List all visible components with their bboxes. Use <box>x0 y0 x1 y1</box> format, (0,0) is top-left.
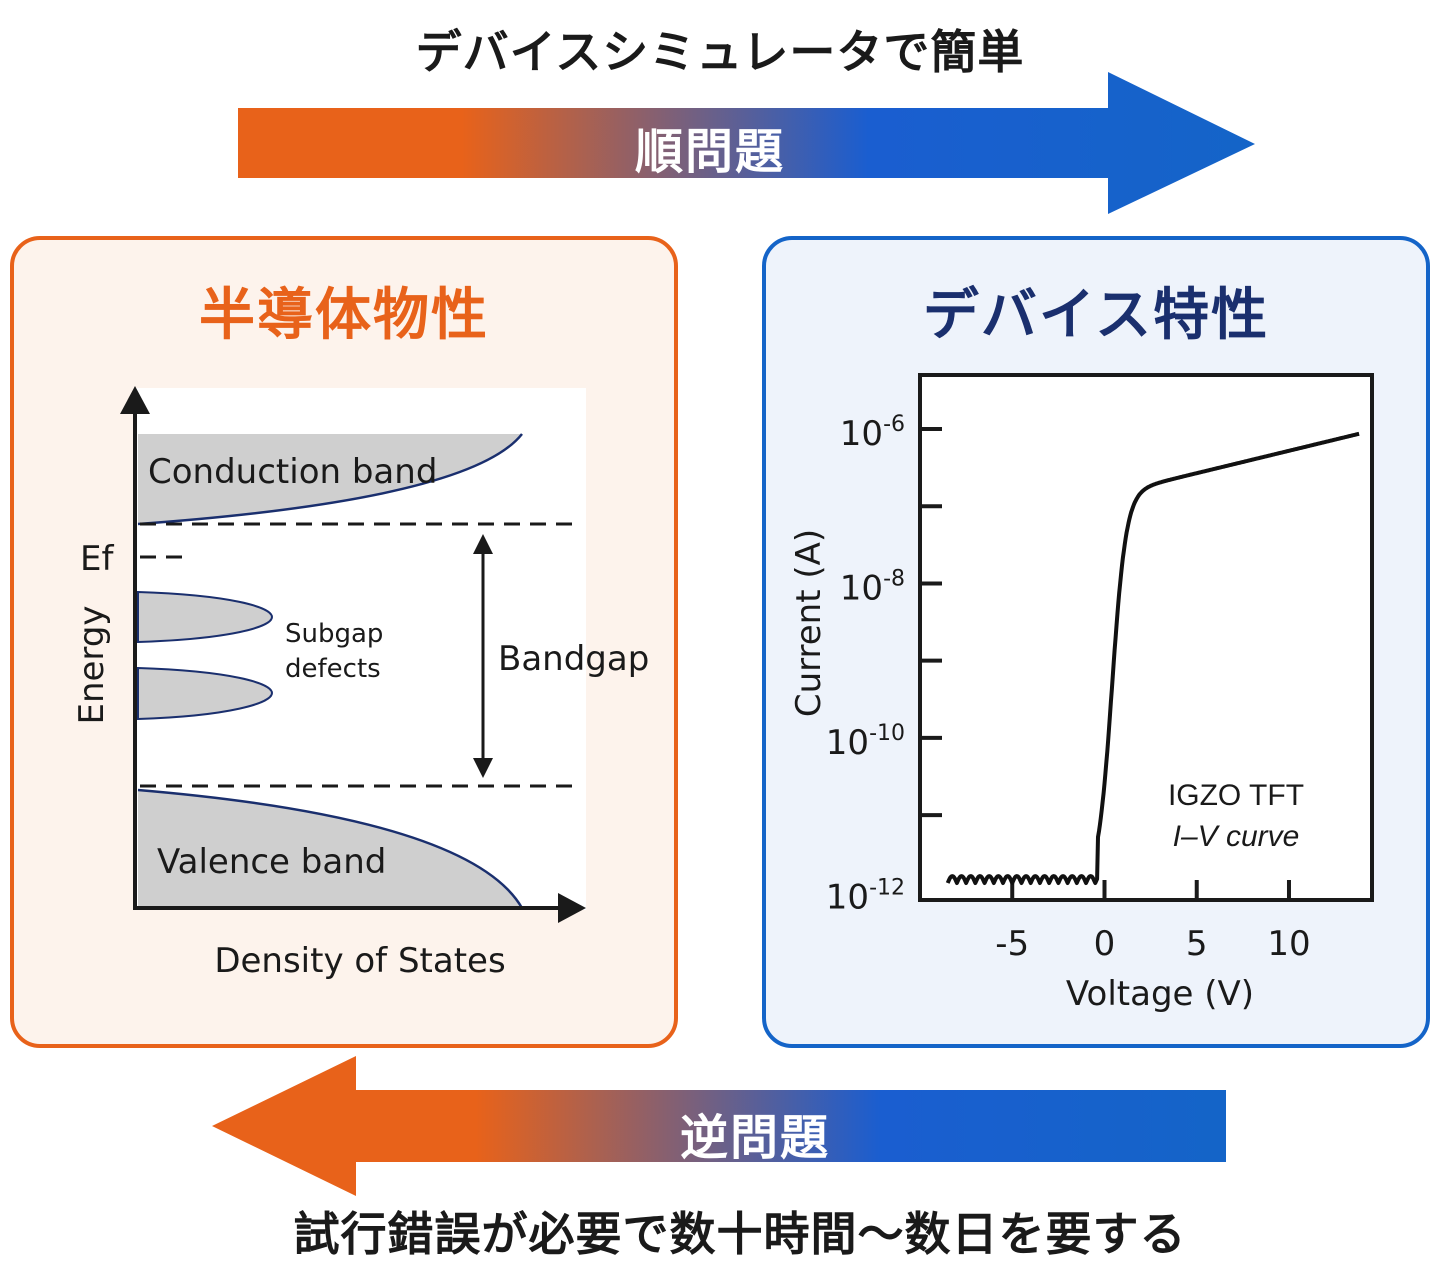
dos-axis-arrowhead <box>558 893 586 923</box>
device-panel-title: デバイス特性 <box>922 283 1270 348</box>
subgap-label-line2: defects <box>285 654 381 684</box>
iv-plot-area <box>918 373 1374 902</box>
forward-arrow <box>238 72 1255 214</box>
bottom-title: 試行錯誤が必要で数十時間〜数日を要する <box>293 1207 1187 1261</box>
subgap-label-line1: Subgap <box>285 619 383 649</box>
valence-band-shape <box>138 790 522 908</box>
x-tick-label: -5 <box>995 924 1029 964</box>
valence-band-label: Valence band <box>157 842 386 882</box>
iv-annotation-line1: IGZO TFT <box>1168 779 1304 812</box>
x-axis-label: Voltage (V) <box>1066 974 1254 1014</box>
semiconductor-panel-title: 半導体物性 <box>199 283 489 348</box>
dos-axis-label: Density of States <box>214 941 505 981</box>
inverse-arrow <box>212 1056 1226 1196</box>
bandgap-arrow-head-down <box>473 758 493 778</box>
conduction-band-label: Conduction band <box>148 452 437 492</box>
bandgap-arrow-head-up <box>473 534 493 554</box>
ef-label: Ef <box>80 539 114 579</box>
y-tick-label: 10-10 <box>826 721 905 763</box>
y-axis-label: Current (A) <box>789 529 829 717</box>
x-tick-label: 0 <box>1094 924 1116 964</box>
energy-axis-arrowhead <box>120 386 150 414</box>
y-tick-label: 10-6 <box>840 412 905 454</box>
forward-arrow-shape <box>238 72 1255 214</box>
conduction-band-shape <box>138 434 522 524</box>
y-tick-label: 10-12 <box>826 875 905 917</box>
iv-curve <box>945 431 1361 885</box>
top-title: デバイスシミュレータで簡単 <box>415 25 1025 79</box>
x-tick-label: 10 <box>1267 924 1310 964</box>
iv-annotation-line2: I–V curve <box>1173 820 1300 853</box>
forward-arrow-label: 順問題 <box>634 124 785 180</box>
bandgap-label: Bandgap <box>498 639 649 679</box>
y-tick-label: 10-8 <box>840 566 905 608</box>
inverse-arrow-shape <box>212 1056 1226 1196</box>
conduction-band-edge <box>137 433 523 526</box>
energy-axis-label: Energy <box>72 605 112 724</box>
iv-chart: 10-6 10-8 10-10 10-12 -5 0 5 10 IGZO TFT I–V c… <box>789 373 1374 1014</box>
inverse-arrow-label: 逆問題 <box>679 1110 830 1166</box>
x-tick-label: 5 <box>1186 924 1208 964</box>
band-diagram: Conduction band Valence band Subgap defe… <box>72 386 649 981</box>
subgap-defect-lower <box>137 666 274 721</box>
valence-band-edge <box>137 788 524 909</box>
subgap-defect-upper <box>137 590 274 644</box>
